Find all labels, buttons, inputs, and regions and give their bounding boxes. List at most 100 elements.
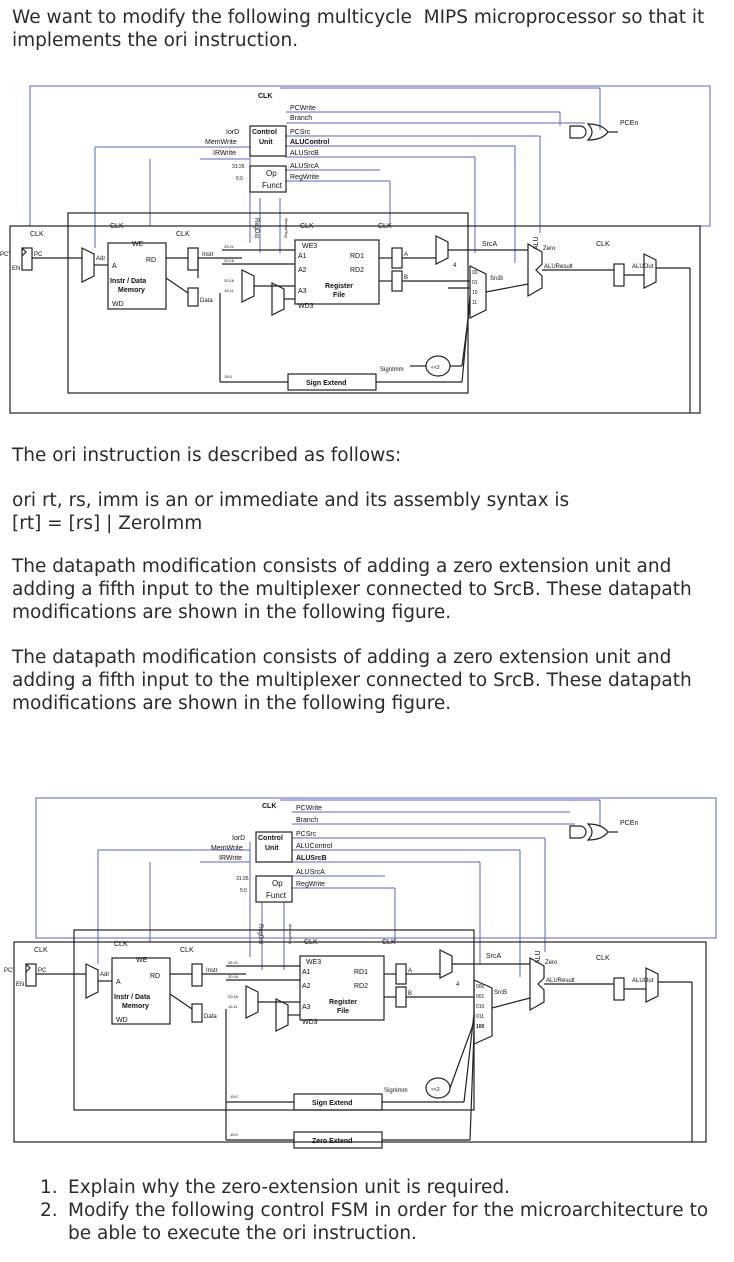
svg-text:A: A [112,263,117,270]
svg-text:ALUOut: ALUOut [632,978,654,984]
svg-text:MemWrite: MemWrite [211,845,243,852]
svg-text:Zero: Zero [545,960,558,966]
svg-text:SrcA: SrcA [482,241,498,248]
svg-text:PC: PC [38,968,47,974]
svg-text:Adr: Adr [100,972,109,978]
svg-text:001: 001 [476,994,485,1000]
svg-text:Branch: Branch [296,817,318,824]
svg-text:Register: Register [329,999,357,1006]
svg-text:31:26: 31:26 [232,164,245,170]
svg-text:A: A [404,252,408,258]
svg-text:Data: Data [200,298,213,304]
svg-text:WE3: WE3 [306,959,321,966]
svg-text:Sign Extend: Sign Extend [306,380,346,387]
svg-text:CLK: CLK [596,241,610,248]
modified-datapath-diagram: CLK PCWrite Branch IorD Control Unit PCS… [4,797,717,1149]
svg-text:Control: Control [252,129,277,136]
svg-text:WD3: WD3 [302,1019,318,1026]
svg-text:ALU: ALU [533,236,540,250]
original-datapath-diagram: CLK PCWrite Branch IorD Control Unit PCS… [0,85,711,414]
svg-text:PC': PC' [0,252,9,258]
svg-text:RD2: RD2 [354,983,368,990]
question-list: 1. Explain why the zero-extension unit i… [30,1176,730,1245]
svg-text:CLK: CLK [382,939,396,946]
svg-text:CLK: CLK [34,947,48,954]
svg-text:PC: PC [34,252,43,258]
svg-text:01: 01 [472,280,478,286]
svg-text:Data: Data [204,1014,217,1020]
svg-text:15:0: 15:0 [224,374,233,379]
svg-text:00: 00 [472,270,478,276]
svg-text:31:26: 31:26 [236,876,249,882]
svg-text:Memory: Memory [118,287,145,294]
svg-text:011: 011 [476,1014,484,1020]
svg-text:Instr: Instr [206,968,218,974]
svg-text:Unit: Unit [265,845,279,852]
svg-text:25:21: 25:21 [224,244,235,249]
question-item: 2. Modify the following control FSM in o… [40,1200,709,1244]
svg-text:CLK: CLK [30,231,44,238]
svg-text:WD: WD [112,301,124,308]
intro-text: We want to modify the following multicyc… [12,7,711,51]
svg-text:ALUControl: ALUControl [290,139,329,146]
svg-text:Funct: Funct [262,181,283,190]
svg-text:Unit: Unit [259,139,273,146]
svg-text:CLK: CLK [176,231,190,238]
fig1-clk: CLK [258,93,272,100]
svg-text:000: 000 [476,984,485,990]
svg-text:PCSrc: PCSrc [296,831,317,838]
svg-text:EN: EN [12,266,20,272]
svg-text:WE3: WE3 [302,243,317,250]
svg-text:PCSrc: PCSrc [290,129,311,136]
svg-text:20:16: 20:16 [224,278,235,283]
svg-text:ALUResult: ALUResult [546,978,575,984]
svg-text:IRWrite: IRWrite [213,150,236,157]
svg-text:ALUOut: ALUOut [632,264,654,270]
svg-text:20:16: 20:16 [224,258,235,263]
svg-text:PCWrite: PCWrite [296,805,322,812]
svg-text:WD: WD [116,1017,128,1024]
svg-text:10: 10 [472,290,478,296]
svg-text:RegDst: RegDst [253,218,259,238]
svg-text:IRWrite: IRWrite [219,855,242,862]
svg-text:IorD: IorD [232,835,245,842]
svg-text:A3: A3 [302,1004,311,1011]
svg-text:RD2: RD2 [350,267,364,274]
svg-text:RegWrite: RegWrite [296,881,325,888]
svg-text:ALUSrcA: ALUSrcA [290,163,319,170]
svg-text:PCEn: PCEn [620,120,638,127]
svg-text:B: B [404,275,408,281]
svg-text:<<2: <<2 [431,365,440,371]
svg-text:15:11: 15:11 [228,1004,238,1009]
svg-text:PCEn: PCEn [620,820,638,827]
svg-text:EN: EN [16,982,24,988]
svg-text:A1: A1 [298,253,307,260]
svg-text:Memory: Memory [122,1003,149,1010]
svg-text:Sign Extend: Sign Extend [312,1100,352,1107]
svg-text:15:0: 15:0 [230,1094,239,1099]
svg-text:Instr / Data: Instr / Data [114,994,150,1001]
svg-text:B: B [408,991,412,997]
svg-text:Instr / Data: Instr / Data [110,278,146,285]
svg-text:RegWrite: RegWrite [290,174,319,181]
svg-text:ALUResult: ALUResult [544,264,573,270]
ori-semantics: [rt] = [rs] | ZeroImm [12,513,203,534]
svg-text:IorD: IorD [226,129,239,136]
svg-text:ALU: ALU [535,950,542,964]
svg-text:Zero: Zero [543,246,556,252]
svg-text:RD: RD [146,257,156,264]
svg-text:A1: A1 [302,969,311,976]
svg-text:15:0: 15:0 [230,1132,239,1137]
fig2-clk: CLK [262,803,276,810]
svg-text:WD3: WD3 [298,303,314,310]
svg-text:CLK: CLK [304,939,318,946]
svg-text:File: File [337,1008,349,1015]
svg-text:RD1: RD1 [350,253,364,260]
svg-text:ALUSrcB: ALUSrcB [290,150,319,157]
svg-text:A3: A3 [298,288,307,295]
svg-text:Op: Op [272,879,283,888]
modification-text-2: The datapath modification consists of ad… [12,647,698,714]
svg-text:ALUSrcB: ALUSrcB [296,855,327,862]
svg-text:CLK: CLK [180,947,194,954]
svg-text:A2: A2 [302,983,311,990]
